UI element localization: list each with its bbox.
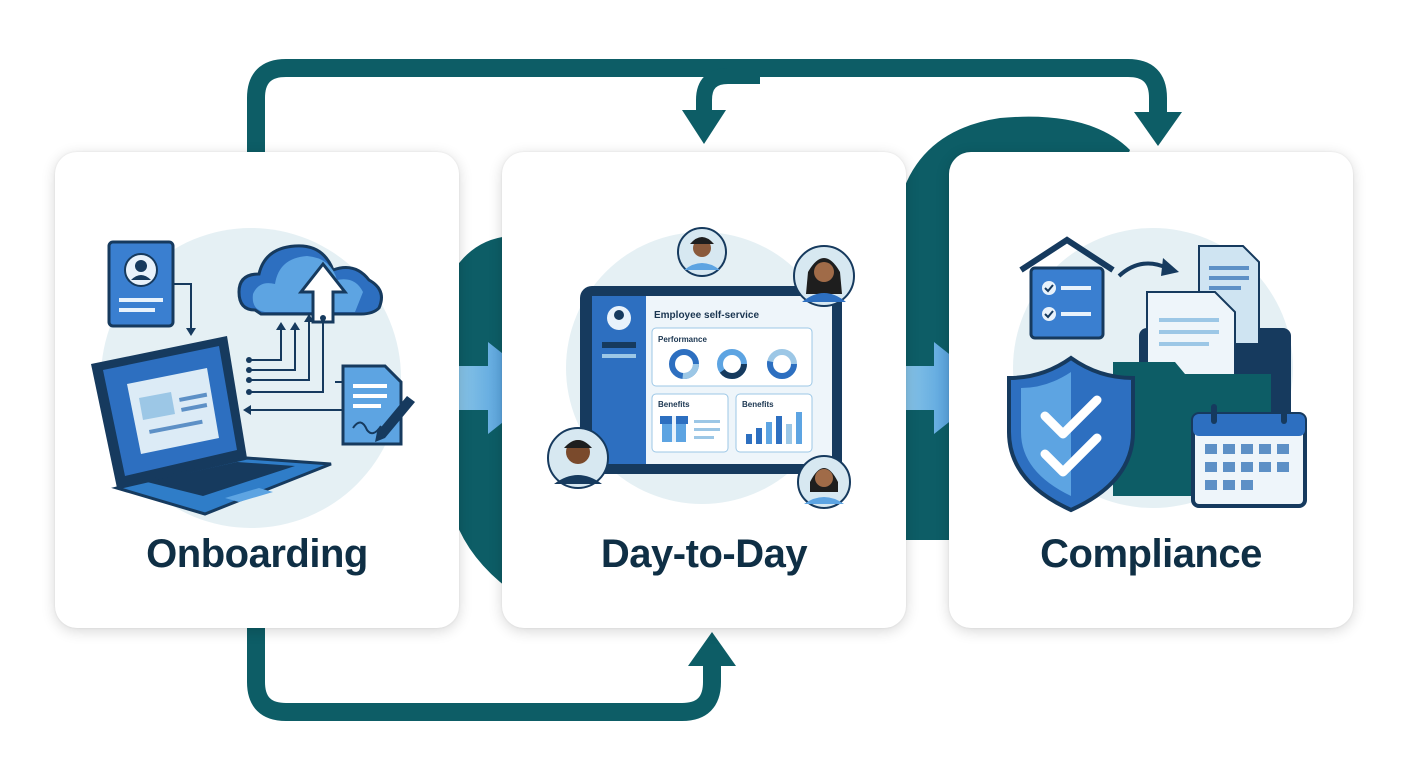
shield-check-icon bbox=[1007, 355, 1135, 513]
onboarding-card: Onboarding bbox=[55, 152, 459, 628]
person-avatar-left-bottom bbox=[547, 427, 609, 489]
person-avatar-right-bottom bbox=[797, 455, 851, 509]
calendar-icon bbox=[1191, 404, 1307, 508]
benefits-label-2: Benefits bbox=[742, 400, 774, 409]
cloud-upload-icon bbox=[237, 244, 383, 324]
compliance-card: Compliance bbox=[949, 152, 1353, 628]
person-avatar-right-top bbox=[793, 245, 855, 307]
compliance-illustration bbox=[1007, 228, 1307, 513]
laptop-icon bbox=[91, 336, 332, 516]
top-loop-arrowhead-right bbox=[1134, 112, 1182, 146]
bottom-loop-arrowhead bbox=[688, 632, 736, 666]
top-loop bbox=[247, 59, 1167, 160]
bar-chart-icon bbox=[746, 412, 802, 444]
onboarding-illustration bbox=[91, 228, 415, 528]
stage-label-day-to-day: Day-to-Day bbox=[600, 532, 808, 576]
top-loop-arrowhead-middle bbox=[682, 110, 726, 144]
day-to-day-card: Employee self-service Performance Benefi… bbox=[502, 152, 906, 628]
performance-donut-charts bbox=[669, 349, 797, 379]
tablet-title: Employee self-service bbox=[654, 310, 759, 321]
checklist-icon bbox=[1019, 236, 1115, 340]
signed-document-icon bbox=[341, 364, 415, 446]
person-avatar-top bbox=[677, 227, 727, 277]
top-inner-loop bbox=[696, 68, 760, 118]
profile-document-icon bbox=[107, 240, 175, 328]
gift-icon bbox=[660, 416, 688, 442]
stage-label-compliance: Compliance bbox=[1040, 532, 1262, 576]
day-to-day-illustration: Employee self-service Performance Benefi… bbox=[547, 227, 855, 509]
performance-label: Performance bbox=[658, 335, 707, 344]
bottom-loop bbox=[247, 620, 721, 721]
benefits-label-1: Benefits bbox=[658, 400, 690, 409]
stage-label-onboarding: Onboarding bbox=[146, 532, 368, 576]
tablet-icon: Employee self-service Performance Benefi… bbox=[580, 286, 842, 474]
